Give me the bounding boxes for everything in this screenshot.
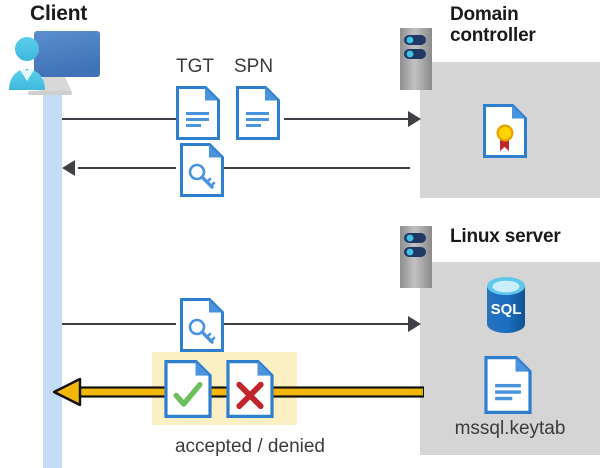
message-2-arrowhead	[62, 160, 75, 176]
accepted-denied-caption: accepted / denied	[174, 436, 325, 457]
domain-controller-server-icon	[400, 28, 432, 95]
message-1-arrowhead	[408, 111, 421, 127]
keytab-file-label: mssql.keytab	[454, 418, 566, 439]
tgt-label: TGT	[176, 56, 214, 77]
spn-label: SPN	[234, 56, 274, 77]
denied-document-x-icon	[226, 360, 274, 423]
domain-controller-title-line1: Domain	[450, 4, 519, 25]
linux-server-title: Linux server	[450, 226, 561, 247]
message-1-line-left	[62, 118, 176, 120]
message-3-line-left	[62, 323, 176, 325]
domain-controller-title: Domain controller	[450, 4, 600, 47]
domain-controller-title-line2: controller	[450, 25, 536, 47]
ticket-key-document-icon	[180, 143, 224, 202]
accepted-document-check-icon	[164, 360, 212, 423]
client-computer-user-icon	[6, 28, 104, 98]
spn-document-icon	[236, 86, 280, 145]
linux-server-server-icon	[400, 226, 432, 293]
message-3-line-right	[224, 323, 410, 325]
client-lifeline	[43, 72, 62, 468]
sql-label: SQL	[491, 301, 522, 318]
message-1-line-right	[284, 118, 410, 120]
tgt-document-icon	[176, 86, 220, 145]
message-3-arrowhead	[408, 316, 421, 332]
keytab-document-icon	[484, 356, 532, 419]
message-2-line-left	[78, 167, 176, 169]
client-title: Client	[30, 2, 88, 25]
sql-database-icon: SQL	[484, 276, 528, 339]
certificate-document-icon	[483, 104, 527, 163]
message-2-line-right	[224, 167, 410, 169]
service-ticket-key-document-icon	[180, 298, 224, 357]
